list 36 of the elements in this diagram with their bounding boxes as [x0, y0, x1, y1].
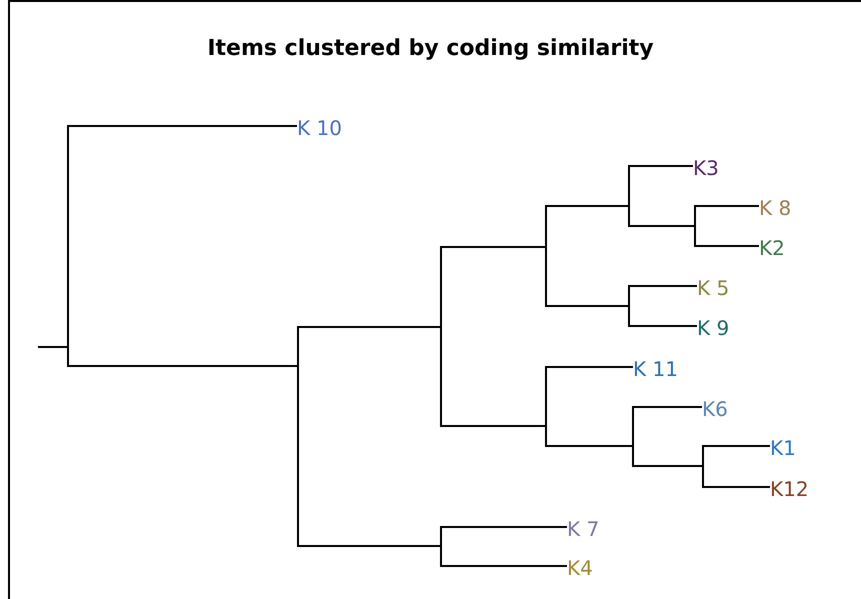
leaf-label: K1 — [770, 436, 796, 460]
leaf-label: K 11 — [633, 357, 678, 381]
branch-line — [442, 565, 567, 567]
leaf-label: K 7 — [567, 517, 600, 541]
branch-line — [547, 205, 628, 207]
leaf-label: K 5 — [697, 276, 730, 300]
leaf-label: K 8 — [759, 196, 792, 220]
leaf-label: K 10 — [297, 116, 342, 140]
branch-line — [630, 325, 697, 327]
branch-line — [299, 545, 440, 547]
branch-line — [630, 285, 697, 287]
branch-line — [634, 465, 702, 467]
branch-line — [299, 326, 440, 328]
branch-line — [696, 205, 759, 207]
branch-line — [630, 225, 694, 227]
branch-line — [634, 406, 702, 408]
leaf-label: K12 — [770, 477, 809, 501]
branch-line — [547, 366, 633, 368]
branch-line — [704, 486, 770, 488]
branch-line — [630, 165, 693, 167]
branch-line — [38, 346, 67, 348]
branch-line — [442, 425, 545, 427]
branch-line — [696, 245, 759, 247]
leaf-label: K4 — [567, 556, 593, 580]
branch-line — [69, 365, 297, 367]
leaf-label: K3 — [693, 156, 719, 180]
branch-line — [442, 246, 545, 248]
branch-line — [69, 125, 297, 127]
leaf-label: K 9 — [697, 316, 730, 340]
leaf-label: K6 — [702, 397, 728, 421]
branch-line — [547, 305, 628, 307]
leaf-label: K2 — [759, 236, 785, 260]
chart-title: Items clustered by coding similarity — [206, 36, 655, 61]
branch-line — [547, 445, 632, 447]
branch-line — [704, 445, 770, 447]
branch-line — [442, 526, 567, 528]
